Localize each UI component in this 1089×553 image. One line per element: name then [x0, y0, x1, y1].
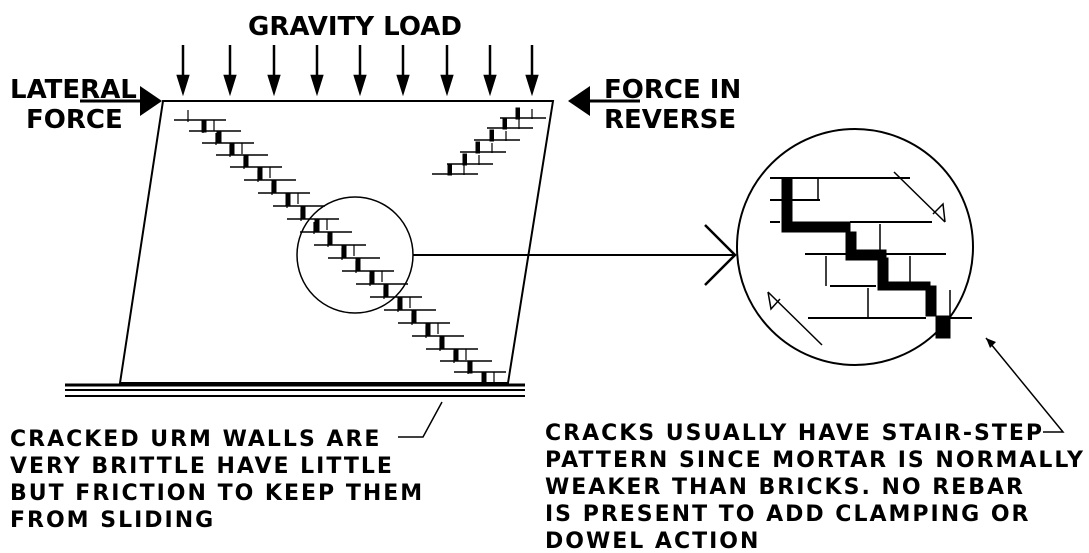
- detail-crack-vertical-4: [925, 285, 937, 317]
- gravity-arrow-head-icon-7: [483, 74, 497, 97]
- detail-highlight-circle: [296, 196, 414, 314]
- right-leader-arrow-icon: [986, 338, 996, 348]
- urm-wall-outline: [118, 100, 555, 384]
- right-caption-line-3: IS PRESENT TO ADD CLAMPING OR: [545, 502, 1030, 527]
- magnified-stair-step-crack: [770, 177, 972, 339]
- left-caption-line-3: FROM SLIDING: [10, 508, 215, 533]
- detail-crack-horizontal-1: [781, 221, 851, 233]
- gravity-load-arrows: [176, 45, 539, 97]
- crack-segment-20: [481, 371, 487, 385]
- foundation-lines: [65, 383, 525, 397]
- lateral-force-label-line2: FORCE: [26, 105, 123, 135]
- detail-connector-arrowhead-icon: [704, 224, 737, 286]
- minor-crack-segment-1: [502, 117, 507, 130]
- right-caption-line-2: WEAKER THAN BRICKS. NO REBAR: [545, 475, 1025, 500]
- right-caption-line-0: CRACKS USUALLY HAVE STAIR-STEP: [545, 421, 1044, 446]
- left-caption-line-2: BUT FRICTION TO KEEP THEM: [10, 481, 424, 506]
- right-caption-line-4: DOWEL ACTION: [545, 529, 760, 553]
- crack-segment-8: [314, 218, 320, 232]
- shear-direction-arrows: [767, 171, 946, 346]
- minor-crack-segment-5: [447, 163, 452, 176]
- left-caption-line-0: CRACKED URM WALLS ARE: [10, 427, 381, 452]
- lateral-force-arrow-icon: [140, 86, 162, 116]
- gravity-arrow-head-icon-3: [310, 74, 324, 97]
- crack-segment-0: [201, 119, 207, 133]
- gravity-arrow-head-icon-4: [353, 74, 367, 97]
- stair-step-crack-main: [174, 110, 506, 385]
- gravity-arrow-head-icon-0: [176, 74, 190, 97]
- minor-crack-segment-3: [475, 141, 480, 154]
- magnified-detail-circle: [736, 128, 974, 366]
- gravity-load-label: GRAVITY LOAD: [248, 12, 462, 42]
- crack-segment-6: [285, 192, 291, 206]
- minor-crack-segment-4: [462, 153, 467, 166]
- stair-step-crack-upper-right: [432, 107, 546, 176]
- minor-crack-segment-2: [489, 129, 494, 142]
- detail-crack-horizontal-3: [877, 281, 931, 291]
- reverse-force-label-line2: REVERSE: [604, 105, 736, 135]
- right-caption-leader: [985, 337, 1065, 433]
- left-caption-line-1: VERY BRITTLE HAVE LITTLE: [10, 454, 394, 479]
- detail-crack-end: [935, 315, 951, 339]
- right-caption-line-1: PATTERN SINCE MORTAR IS NORMALLY: [545, 448, 1085, 473]
- left-caption-leader: [398, 401, 443, 438]
- crack-segment-3: [243, 154, 249, 168]
- crack-segment-2: [229, 142, 235, 156]
- gravity-arrow-head-icon-1: [223, 74, 237, 97]
- gravity-arrow-head-icon-2: [267, 74, 281, 97]
- gravity-arrow-head-icon-5: [396, 74, 410, 97]
- gravity-arrow-head-icon-6: [440, 74, 454, 97]
- minor-crack-segment-0: [515, 107, 520, 120]
- gravity-arrow-head-icon-8: [525, 74, 539, 97]
- reverse-force-arrow-icon: [568, 86, 590, 116]
- crack-segment-1: [216, 130, 222, 144]
